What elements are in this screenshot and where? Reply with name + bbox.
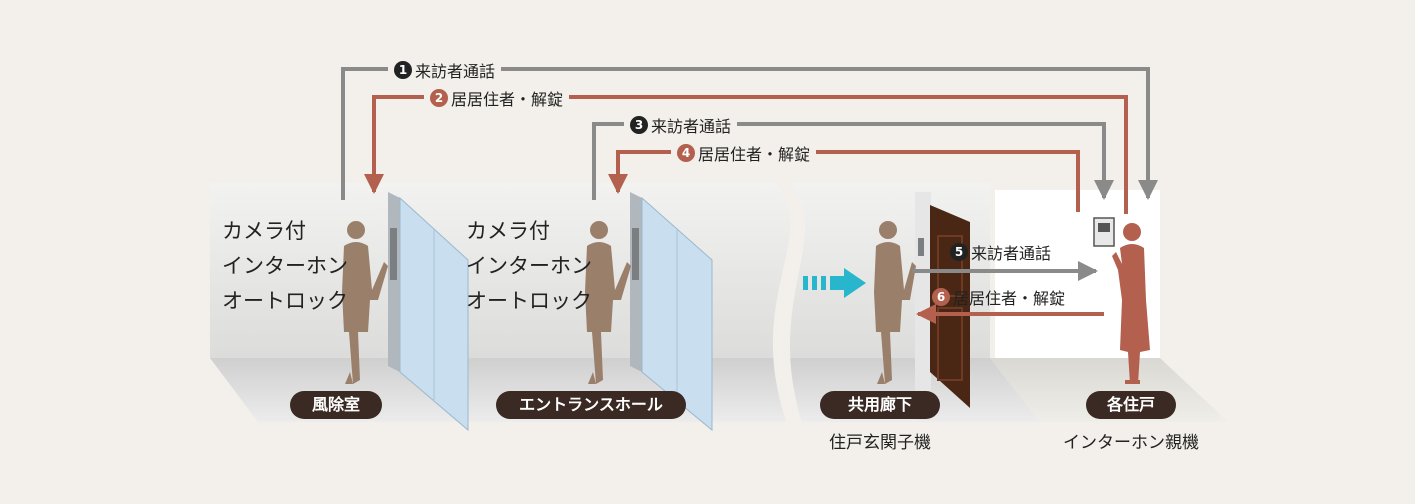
location-windbreak-room: 風除室 — [290, 391, 382, 419]
flow-text-6: 居居住者・解錠 — [953, 289, 1066, 308]
step-badge-2: 2 — [430, 89, 448, 107]
feature-line: インターホン — [466, 254, 592, 278]
flow-arrow-1 — [341, 67, 1158, 200]
flow-text-2: 居居住者・解錠 — [451, 90, 564, 109]
location-common-corridor: 共用廊下 — [820, 391, 940, 419]
flow-label-5: 5 来訪者通話 — [950, 240, 1051, 264]
flow-label-6: 6 居居住者・解錠 — [932, 285, 1065, 309]
windbreak-feature-label: カメラ付 インターホン オートロック — [222, 214, 348, 319]
feature-line: カメラ付 — [222, 219, 306, 243]
flow-text-1: 来訪者通話 — [415, 62, 496, 81]
resident-figure — [1112, 223, 1150, 384]
flow-arrow-2 — [364, 95, 1128, 214]
step-badge-1: 1 — [394, 61, 412, 79]
location-residence: 各住戸 — [1086, 391, 1176, 419]
flow-text-5: 来訪者通話 — [971, 244, 1052, 263]
door-unit-caption: 住戸玄関子機 — [829, 433, 931, 453]
intercom-panel-2 — [632, 228, 639, 280]
door-intercom-unit — [918, 238, 924, 256]
step-badge-4: 4 — [677, 144, 695, 162]
visitor-figure-1 — [342, 221, 388, 384]
flow-text-4: 居居住者・解錠 — [698, 145, 811, 164]
step-badge-3: 3 — [630, 116, 648, 134]
step-badge-6: 6 — [932, 288, 950, 306]
flow-text-3: 来訪者通話 — [651, 117, 732, 136]
visitor-figure-2 — [585, 221, 631, 384]
intercom-panel-1 — [390, 228, 397, 280]
feature-line: オートロック — [466, 289, 592, 313]
flow-label-1: 1 来訪者通話 — [388, 58, 502, 82]
feature-line: カメラ付 — [466, 219, 550, 243]
feature-line: オートロック — [222, 289, 348, 313]
flow-label-3: 3 来訪者通話 — [624, 113, 738, 137]
visitor-direction-arrow — [803, 268, 866, 298]
flow-label-2: 2 居居住者・解錠 — [424, 86, 570, 110]
master-unit-caption: インターホン親機 — [1063, 433, 1199, 453]
entrance-feature-label: カメラ付 インターホン オートロック — [466, 214, 592, 319]
location-entrance-hall: エントランスホール — [496, 391, 686, 419]
wall-break-curve — [772, 183, 805, 432]
flow-arrow-4 — [608, 150, 1080, 212]
master-intercom-unit — [1093, 217, 1115, 247]
flow-arrow-3 — [592, 122, 1114, 200]
flow-label-4: 4 居居住者・解錠 — [671, 141, 817, 165]
visitor-figure-3 — [874, 221, 916, 384]
feature-line: インターホン — [222, 254, 348, 278]
step-badge-5: 5 — [950, 243, 968, 261]
